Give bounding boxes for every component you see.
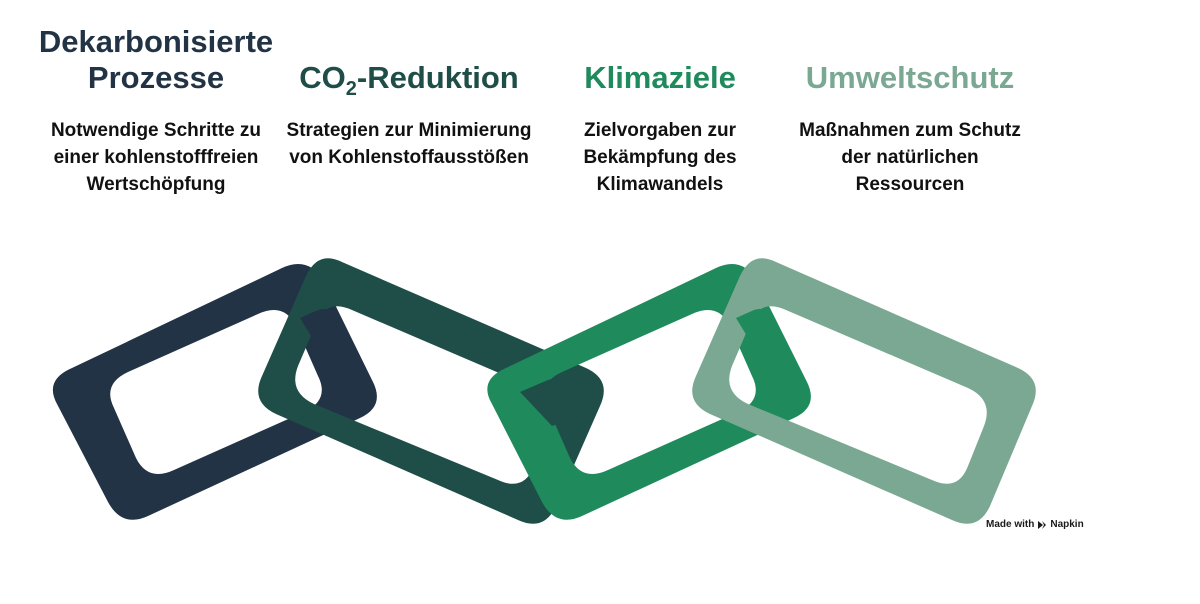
- step-title: Umweltschutz: [805, 60, 1015, 95]
- step-title: Dekarbonisierte Prozesse: [38, 24, 274, 95]
- chain-link-dekarbonisiert: [52, 264, 377, 520]
- chain-overlap-2: [736, 309, 786, 364]
- chain-overlap-1: [520, 379, 578, 426]
- made-with-napkin-credit: Made with Napkin: [986, 519, 1084, 530]
- credit-brand: Napkin: [1050, 519, 1084, 530]
- step-description: Zielvorgaben zur Bekämpfung des Klimawan…: [583, 120, 737, 195]
- chain-link-umweltschutz: [692, 258, 1036, 524]
- step-description: Strategien zur Minimierung von Kohlensto…: [286, 120, 532, 168]
- chain-link-klimaziele: [487, 264, 811, 520]
- napkin-logo-icon: [1037, 520, 1047, 530]
- chain-overlap-0: [300, 309, 350, 364]
- step-title-prefix: CO: [299, 60, 346, 95]
- chain-link-co2-reduktion: [258, 258, 604, 524]
- step-description: Notwendige Schritte zu einer kohlenstoff…: [50, 120, 262, 195]
- step-title-subscript: 2: [345, 78, 357, 100]
- step-title: CO2-Reduktion: [278, 60, 540, 100]
- credit-made-with: Made with: [986, 519, 1035, 530]
- step-description: Maßnahmen zum Schutz der natürlichen Res…: [799, 120, 1021, 195]
- step-title: Klimaziele: [584, 60, 736, 95]
- step-title-suffix: -Reduktion: [356, 60, 519, 95]
